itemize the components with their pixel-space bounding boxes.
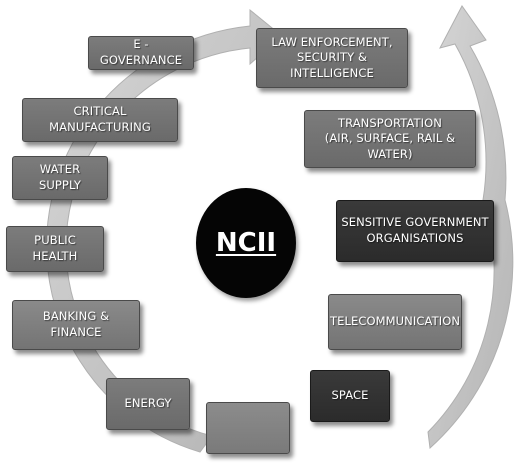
sector-water-supply: WATER SUPPLY	[12, 156, 108, 200]
right-arc-arrow	[427, 5, 514, 450]
sector-e-governance: E - GOVERNANCE	[88, 36, 194, 70]
sector-public-health-label: PUBLIC HEALTH	[32, 233, 78, 263]
sector-e-governance-label: E - GOVERNANCE	[99, 37, 183, 67]
sector-space-label: SPACE	[331, 388, 369, 403]
sector-energy: ENERGY	[106, 378, 190, 430]
sector-telecommunication-label: TELECOMMUNICATION	[329, 314, 461, 329]
sector-law-enforcement: LAW ENFORCEMENT, SECURITY & INTELLIGENCE	[256, 28, 408, 88]
sector-banking-finance-label: BANKING & FINANCE	[42, 309, 110, 339]
center-circle: NCII	[196, 188, 296, 298]
sector-sensitive-gov-label: SENSITIVE GOVERNMENT ORGANISATIONS	[341, 215, 489, 245]
sector-transportation: TRANSPORTATION (AIR, SURFACE, RAIL & WAT…	[304, 110, 476, 168]
sector-transportation-label: TRANSPORTATION (AIR, SURFACE, RAIL & WAT…	[324, 115, 456, 161]
sector-law-enforcement-label: LAW ENFORCEMENT, SECURITY & INTELLIGENCE	[271, 34, 393, 80]
sector-public-health: PUBLIC HEALTH	[6, 226, 104, 272]
sector-critical-manufacturing: CRITICAL MANUFACTURING	[22, 98, 178, 142]
sector-energy-label: ENERGY	[124, 396, 172, 411]
sector-telecommunication: TELECOMMUNICATION	[328, 294, 462, 350]
sector-critical-manufacturing-label: CRITICAL MANUFACTURING	[49, 104, 151, 134]
sector-water-supply-label: WATER SUPPLY	[38, 162, 82, 192]
center-label: NCII	[215, 228, 277, 258]
sector-space: SPACE	[310, 370, 390, 422]
sector-sensitive-gov: SENSITIVE GOVERNMENT ORGANISATIONS	[336, 200, 494, 262]
sector-blank-box	[206, 402, 290, 454]
sector-banking-finance: BANKING & FINANCE	[12, 300, 140, 350]
